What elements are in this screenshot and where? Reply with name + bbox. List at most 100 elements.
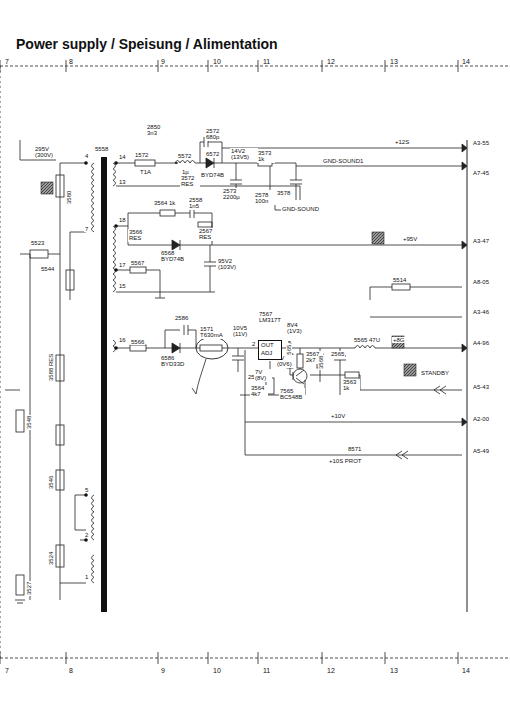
part-label: +10V: [330, 413, 346, 419]
page-title: Power supply / Speisung / Alimentation: [16, 36, 278, 52]
part-label: 4: [84, 153, 89, 159]
inductor-symbol: [175, 161, 195, 164]
grid-number: 8: [68, 58, 74, 65]
coil-winding: [92, 495, 95, 540]
part-label: 7567 LM317T: [258, 311, 284, 324]
part-label: 3572 RES: [180, 175, 200, 188]
part-label: +12S: [394, 139, 410, 145]
part-label: 3546: [48, 475, 54, 490]
part-label: 3566 RES: [128, 229, 148, 242]
part-label: 13: [118, 179, 127, 185]
grid-number: 14: [461, 58, 471, 65]
part-label: A8-05: [472, 279, 490, 285]
part-label: 2578 100n: [254, 192, 276, 205]
grid-number: 13: [389, 667, 399, 674]
part-label: 5523: [30, 240, 45, 246]
part-label: 2586: [174, 315, 189, 321]
part-label: +8G: [392, 337, 406, 343]
part-label: 15: [118, 283, 127, 289]
part-label: 8571: [347, 446, 362, 452]
grid-number: 10: [212, 667, 222, 674]
part-label: 2: [84, 532, 89, 538]
part-label: GND-SOUND1: [322, 158, 364, 164]
grid-number: 14: [461, 667, 471, 674]
part-label: 6568 BYD74B: [160, 250, 184, 263]
part-label: 295V (300V): [34, 146, 60, 159]
coil-winding: [113, 226, 116, 292]
part-label: 3588 RES: [48, 353, 54, 382]
part-label: 3563 1k: [342, 379, 360, 392]
part-label: BYD74B: [200, 172, 225, 178]
part-label: 3548: [26, 415, 32, 430]
part-label: GND-SOUND: [281, 206, 320, 212]
part-label: 3573 1k: [257, 150, 275, 163]
part-label: A3-55: [472, 140, 490, 146]
part-label: 14V2 (13V5): [230, 148, 258, 161]
grid-number: 7: [4, 667, 10, 674]
part-label: 5558: [94, 146, 109, 152]
part-label: 2558 1n5: [188, 197, 208, 210]
coil-winding: [113, 163, 116, 186]
part-label: 5566: [130, 339, 145, 345]
part-label: 5572: [177, 153, 192, 159]
grid-number: 12: [326, 58, 336, 65]
part-label: 10V5 (11V): [232, 325, 256, 338]
part-label: 7: [84, 226, 89, 232]
part-label: 6586 BYD33D: [160, 355, 186, 368]
grid-number: 11: [262, 667, 271, 674]
grid-number: 8: [68, 667, 74, 674]
part-label: 1571 T630mA: [199, 326, 223, 339]
part-label: 5544: [40, 266, 55, 272]
grid-number: 10: [212, 58, 222, 65]
grid-number: 13: [389, 58, 399, 65]
grid-number: 9: [160, 58, 166, 65]
grid-number: 12: [326, 667, 336, 674]
part-label: 3568: [318, 355, 324, 370]
part-label: T1A: [139, 169, 152, 175]
part-label: A2-00: [472, 416, 490, 422]
part-label: 3578: [276, 190, 291, 196]
part-label: A4-96: [472, 340, 490, 346]
part-label: 2573 2200µ: [222, 188, 244, 201]
part-label: +10S PROT: [328, 458, 363, 464]
part-label: 16: [118, 337, 127, 343]
grid-number: 9: [160, 667, 166, 674]
part-label: 18: [118, 217, 127, 223]
part-label: 3527: [26, 581, 32, 596]
coil-winding: [92, 555, 95, 583]
part-label: 8V4 (1V3): [286, 322, 308, 335]
part-label: 3580: [66, 190, 72, 205]
part-label: 17: [118, 262, 127, 268]
grid-number: 11: [262, 58, 271, 65]
part-label: A5-43: [472, 384, 490, 390]
grid-number: 7: [4, 58, 10, 65]
transformer-core: [101, 157, 107, 612]
part-label: A5-49: [472, 448, 490, 454]
part-label: 2565: [330, 351, 345, 357]
part-label: 2850 3n3: [146, 124, 164, 137]
part-label: 2572 680p: [205, 128, 225, 141]
ic-pin-text: OUT ADJ: [261, 342, 279, 358]
part-label: 2567 RES: [198, 228, 216, 241]
part-label: 1: [84, 574, 89, 580]
part-label: 7V (8V): [254, 369, 272, 382]
part-label: A3-46: [472, 309, 490, 315]
part-label: A7-45: [472, 170, 490, 176]
coil-winding: [113, 340, 116, 352]
part-label: STANDBY: [420, 370, 450, 376]
part-label: 3524: [48, 551, 54, 566]
part-label: 5567: [130, 260, 145, 266]
part-label: 7565 BC548B: [279, 388, 305, 401]
part-label: 5565 47U: [353, 337, 381, 343]
part-label: 5514: [392, 277, 407, 283]
part-label: 5: [84, 487, 89, 493]
part-label: 14: [118, 154, 127, 160]
regulator-ic: OUT ADJ: [258, 340, 282, 360]
part-label: 1572: [134, 152, 149, 158]
coil-winding: [92, 163, 95, 232]
part-label: 95V2 (103V): [217, 258, 243, 271]
part-label: 3564 1k: [153, 200, 177, 206]
part-label: +95V: [402, 236, 418, 242]
part-label: A3-47: [472, 238, 490, 244]
